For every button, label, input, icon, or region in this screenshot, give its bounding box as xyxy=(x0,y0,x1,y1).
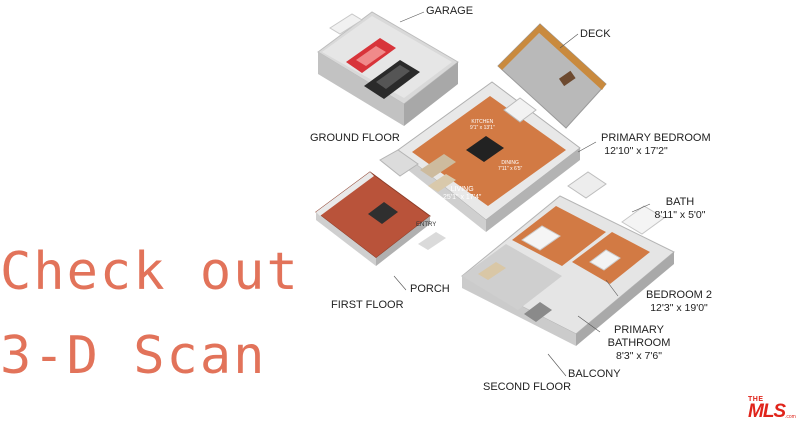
label-living: LIVING 25'1" x 17'4" xyxy=(443,186,481,202)
leader-lines xyxy=(393,11,651,377)
primary-bathroom-dim: 8'3" x 7'6" xyxy=(616,350,662,362)
primary-bathroom-name: PRIMARY BATHROOM xyxy=(607,324,671,349)
label-ground-floor: GROUND FLOOR xyxy=(310,132,400,144)
dining-name: DINING xyxy=(501,160,519,166)
mls-logo-the: THE xyxy=(748,396,764,403)
label-kitchen: KITCHEN 9'1" x 13'1" xyxy=(470,119,495,131)
bath-dim: 8'11" x 5'0" xyxy=(654,209,706,221)
black-car-icon xyxy=(364,60,420,99)
label-primary-bathroom: PRIMARY BATHROOM 8'3" x 7'6" xyxy=(606,324,672,363)
label-bedroom2: BEDROOM 2 12'3" x 19'0" xyxy=(642,289,716,315)
mls-logo-mark: MLS xyxy=(748,401,786,422)
label-second-floor: SECOND FLOOR xyxy=(483,381,572,393)
label-entry: ENTRY xyxy=(416,222,437,228)
kitchen-name: KITCHEN xyxy=(471,119,494,125)
porch-block xyxy=(315,171,446,266)
label-balcony: BALCONY xyxy=(568,368,621,380)
label-bath: BATH 8'11" x 5'0" xyxy=(650,196,710,222)
label-primary-bedroom: PRIMARY BEDROOM 12'10" x 17'2" xyxy=(594,132,711,158)
kitchen-dim: 9'1" x 13'1" xyxy=(470,125,495,131)
label-porch: PORCH xyxy=(410,283,450,295)
headline-line-2: 3-D Scan xyxy=(0,326,267,386)
label-deck: DECK xyxy=(580,28,611,40)
garage-block xyxy=(317,11,459,126)
label-dining: DINING 7'11" x 6'5" xyxy=(498,160,522,172)
label-first-floor: FIRST FLOOR xyxy=(331,299,404,311)
dining-dim: 7'11" x 6'5" xyxy=(498,166,523,172)
first-floor-block xyxy=(379,23,607,232)
label-garage: GARAGE xyxy=(426,5,474,17)
headline-line-1: Check out xyxy=(0,242,300,302)
bedroom2-dim: 12'3" x 19'0" xyxy=(650,302,708,314)
bedroom2-name: BEDROOM 2 xyxy=(645,289,712,301)
living-dim: 25'1" x 17'4" xyxy=(443,194,482,201)
primary-bedroom-name: PRIMARY BEDROOM xyxy=(601,132,711,144)
red-car-icon xyxy=(346,38,396,73)
mls-logo: THE MLS .com xyxy=(748,396,796,422)
primary-bedroom-dim: 12'10" x 17'2" xyxy=(604,145,668,157)
mls-logo-com: .com xyxy=(785,414,796,420)
living-name: LIVING xyxy=(450,186,474,193)
second-floor-block xyxy=(461,171,675,346)
bath-name: BATH xyxy=(665,196,695,208)
